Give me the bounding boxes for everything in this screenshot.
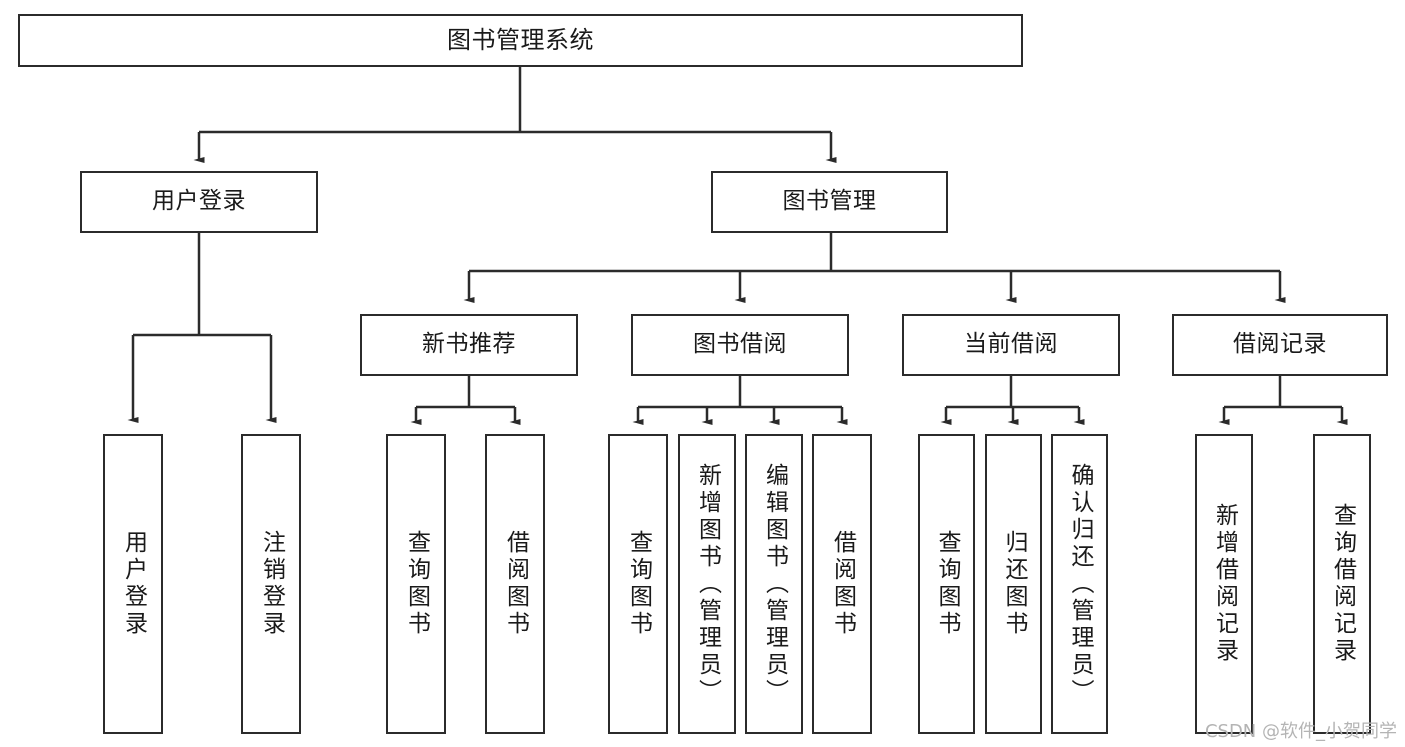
node-leaf-edit-book[interactable]: 编辑图书（管理员） bbox=[745, 434, 803, 734]
node-current-borrow[interactable]: 当前借阅 bbox=[902, 314, 1120, 376]
node-root[interactable]: 图书管理系统 bbox=[18, 14, 1023, 67]
node-leaf-query-borrow-record[interactable]: 查询借阅记录 bbox=[1313, 434, 1371, 734]
node-leaf-edit-book-label: 编辑图书（管理员） bbox=[761, 462, 788, 706]
node-leaf-add-book[interactable]: 新增图书（管理员） bbox=[678, 434, 736, 734]
edge-book-borrow-to-leaves bbox=[632, 376, 848, 425]
node-leaf-return-book[interactable]: 归还图书 bbox=[985, 434, 1042, 734]
node-borrow-record[interactable]: 借阅记录 bbox=[1172, 314, 1388, 376]
node-leaf-query-book-rec-label: 查询图书 bbox=[403, 530, 430, 638]
node-leaf-query-book-current-label: 查询图书 bbox=[934, 530, 960, 638]
node-new-book-recommend-label: 新书推荐 bbox=[422, 331, 516, 358]
node-leaf-query-book-borrow[interactable]: 查询图书 bbox=[608, 434, 668, 734]
node-new-book-recommend[interactable]: 新书推荐 bbox=[360, 314, 578, 376]
edge-book-management-to-level3 bbox=[463, 233, 1286, 303]
edge-root-to-level2 bbox=[193, 67, 837, 163]
node-leaf-add-book-label: 新增图书（管理员） bbox=[694, 462, 721, 706]
node-user-login-label: 用户登录 bbox=[152, 188, 246, 215]
node-leaf-query-book-borrow-label: 查询图书 bbox=[625, 530, 652, 638]
node-leaf-borrow-book-label: 借阅图书 bbox=[829, 530, 856, 638]
node-leaf-borrow-book-rec[interactable]: 借阅图书 bbox=[485, 434, 545, 734]
node-book-borrow-label: 图书借阅 bbox=[693, 331, 787, 358]
edge-borrow-record-to-leaves bbox=[1218, 376, 1348, 425]
node-user-login[interactable]: 用户登录 bbox=[80, 171, 318, 233]
node-book-management-label: 图书管理 bbox=[782, 188, 877, 215]
node-leaf-confirm-return-label: 确认归还（管理员） bbox=[1067, 462, 1093, 706]
node-leaf-borrow-book-rec-label: 借阅图书 bbox=[502, 530, 529, 638]
node-leaf-user-login[interactable]: 用户登录 bbox=[103, 434, 163, 734]
edge-current-borrow-to-leaves bbox=[940, 376, 1085, 425]
node-root-label: 图书管理系统 bbox=[447, 26, 594, 55]
node-leaf-user-login-label: 用户登录 bbox=[120, 530, 147, 638]
node-leaf-confirm-return[interactable]: 确认归还（管理员） bbox=[1051, 434, 1108, 734]
node-leaf-return-book-label: 归还图书 bbox=[1001, 530, 1027, 638]
edge-user-login-to-leaves bbox=[127, 233, 277, 423]
node-leaf-query-borrow-record-label: 查询借阅记录 bbox=[1329, 503, 1356, 665]
node-book-management[interactable]: 图书管理 bbox=[711, 171, 948, 233]
node-leaf-add-borrow-record-label: 新增借阅记录 bbox=[1211, 503, 1238, 665]
node-leaf-user-logout-label: 注销登录 bbox=[258, 530, 285, 638]
node-leaf-add-borrow-record[interactable]: 新增借阅记录 bbox=[1195, 434, 1253, 734]
node-borrow-record-label: 借阅记录 bbox=[1233, 331, 1327, 358]
node-book-borrow[interactable]: 图书借阅 bbox=[631, 314, 849, 376]
edge-new-book-recommend-to-leaves bbox=[410, 376, 521, 425]
node-leaf-query-book-current[interactable]: 查询图书 bbox=[918, 434, 975, 734]
node-leaf-user-logout[interactable]: 注销登录 bbox=[241, 434, 301, 734]
node-leaf-borrow-book[interactable]: 借阅图书 bbox=[812, 434, 872, 734]
watermark: CSDN @软件_小贺同学 bbox=[1204, 721, 1397, 742]
node-current-borrow-label: 当前借阅 bbox=[964, 331, 1058, 358]
node-leaf-query-book-rec[interactable]: 查询图书 bbox=[386, 434, 446, 734]
